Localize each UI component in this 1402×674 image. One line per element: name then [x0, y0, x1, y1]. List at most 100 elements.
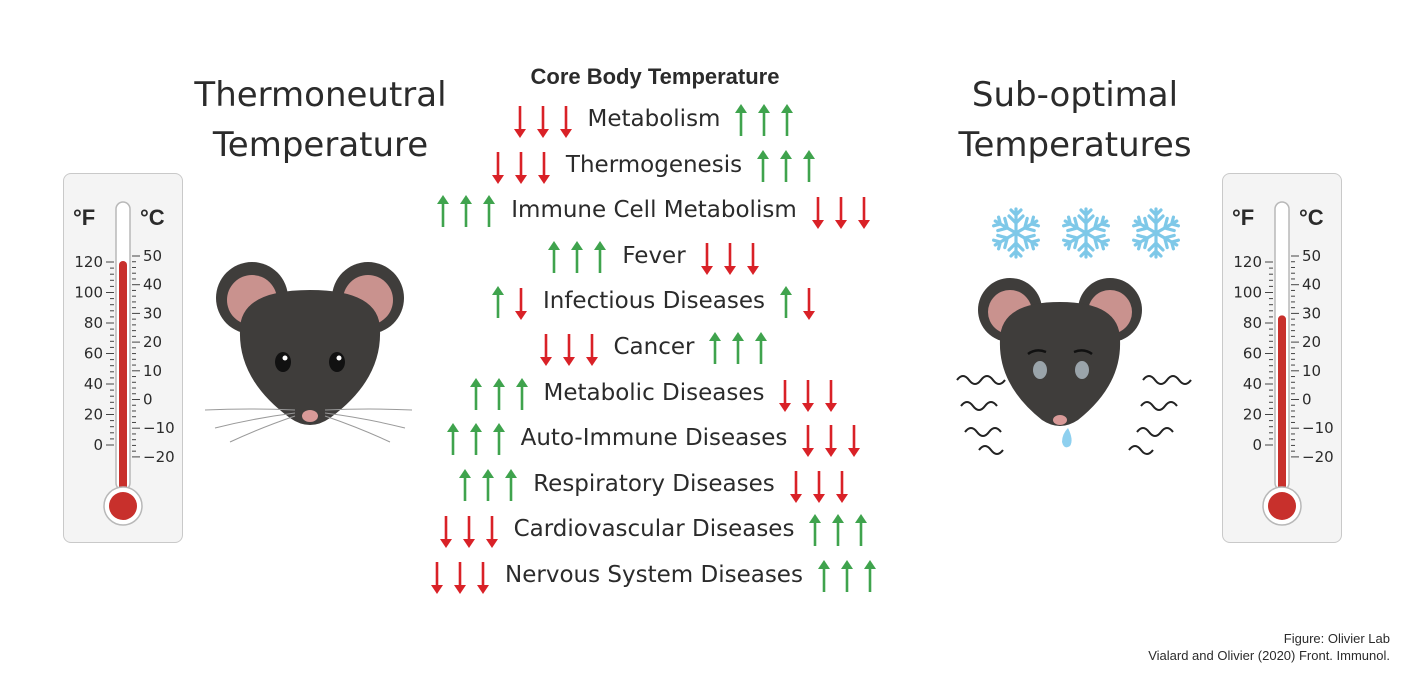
- arrow-down-icon: [723, 242, 736, 275]
- arrow-up-icon: [757, 149, 770, 182]
- fahrenheit-tick-label: 0: [1252, 436, 1262, 454]
- arrow-group: [491, 286, 527, 321]
- arrow-down-icon: [700, 242, 713, 275]
- right-arrows: [775, 282, 821, 322]
- left-arrows: [432, 191, 501, 231]
- left-title: Thermoneutral Temperature: [178, 70, 463, 170]
- arrow-down-icon: [802, 425, 815, 458]
- arrow-group: [539, 334, 598, 366]
- celsius-tick-label: 10: [1302, 362, 1321, 380]
- arrow-down-icon: [439, 516, 452, 549]
- comparison-row: Cancer: [0, 328, 1402, 368]
- arrow-up-icon: [840, 560, 853, 592]
- row-label: Immune Cell Metabolism: [511, 197, 797, 224]
- row-label: Cardiovascular Diseases: [513, 516, 795, 543]
- arrow-group: [811, 197, 870, 230]
- arrow-down-icon: [513, 106, 526, 138]
- arrow-down-icon: [812, 470, 825, 503]
- left-arrows: [454, 465, 523, 505]
- arrow-down-icon: [835, 470, 848, 503]
- arrow-group: [469, 377, 528, 410]
- right-unit-c: °C: [1299, 205, 1324, 230]
- fahrenheit-tick-label: 0: [93, 436, 103, 454]
- celsius-tick-label: −10: [143, 419, 175, 437]
- arrow-up-icon: [832, 514, 845, 547]
- arrow-up-icon: [781, 104, 794, 136]
- fahrenheit-tick-label: 40: [84, 375, 103, 393]
- arrow-down-icon: [789, 470, 802, 503]
- left-arrows: [426, 556, 495, 596]
- arrow-group: [437, 195, 496, 228]
- arrow-down-icon: [431, 562, 444, 594]
- arrow-down-icon: [746, 242, 759, 275]
- right-arrows: [797, 419, 866, 459]
- shiver-lines-right-icon: [1128, 375, 1192, 455]
- comparison-row: Thermogenesis: [0, 146, 1402, 186]
- arrow-group: [809, 514, 868, 547]
- arrow-group: [513, 106, 572, 138]
- arrow-down-icon: [536, 106, 549, 138]
- arrow-down-icon: [485, 516, 498, 549]
- right-arrows: [804, 510, 873, 550]
- arrow-up-icon: [732, 332, 745, 364]
- celsius-tick-label: 0: [143, 391, 153, 409]
- shiver-lines-left-icon: [956, 375, 1006, 455]
- arrow-down-icon: [514, 288, 527, 321]
- left-title-line1: Thermoneutral: [194, 75, 447, 115]
- arrow-group: [757, 149, 816, 182]
- arrow-up-icon: [492, 423, 505, 456]
- snowflake-icon: [1061, 207, 1111, 259]
- fahrenheit-tick-label: 20: [1243, 406, 1262, 424]
- right-title-line2: Temperatures: [958, 125, 1192, 165]
- right-arrows: [813, 556, 882, 596]
- right-arrows: [752, 146, 821, 186]
- fahrenheit-tick-label: 80: [1243, 314, 1262, 332]
- left-unit-f: °F: [73, 205, 96, 230]
- fahrenheit-tick-label: 100: [1233, 284, 1262, 302]
- row-label: Auto-Immune Diseases: [520, 425, 788, 452]
- arrow-up-icon: [491, 286, 504, 319]
- arrow-down-icon: [834, 197, 847, 230]
- left-arrows: [442, 419, 511, 459]
- snowflake-icon: [1131, 207, 1181, 259]
- arrow-up-icon: [482, 468, 495, 501]
- right-arrows: [774, 374, 843, 414]
- arrow-up-icon: [803, 149, 816, 182]
- row-label: Thermogenesis: [565, 151, 743, 178]
- left-title-line2: Temperature: [212, 125, 429, 165]
- comparison-row: Nervous System Diseases: [0, 556, 1402, 596]
- celsius-tick-label: 30: [1302, 304, 1321, 322]
- row-label: Cancer: [613, 334, 695, 360]
- fahrenheit-tick-label: 60: [84, 345, 103, 363]
- celsius-tick-label: 0: [1302, 391, 1312, 409]
- snowflake-icon: [991, 207, 1041, 259]
- arrow-up-icon: [515, 377, 528, 410]
- credit-line2: Vialard and Olivier (2020) Front. Immuno…: [1148, 648, 1390, 663]
- arrow-group: [709, 332, 768, 364]
- comparison-row: Respiratory Diseases: [0, 465, 1402, 505]
- right-title-line1: Sub-optimal: [971, 75, 1179, 115]
- fahrenheit-tick-label: 120: [1233, 253, 1262, 271]
- left-arrows: [487, 282, 533, 322]
- arrow-up-icon: [571, 240, 584, 273]
- arrow-up-icon: [460, 195, 473, 228]
- arrow-down-icon: [539, 334, 552, 366]
- arrow-up-icon: [483, 195, 496, 228]
- arrow-up-icon: [505, 468, 518, 501]
- arrow-up-icon: [755, 332, 768, 364]
- comparison-row: Metabolism: [0, 100, 1402, 140]
- arrow-up-icon: [863, 560, 876, 592]
- left-unit-c: °C: [140, 205, 165, 230]
- arrow-up-icon: [809, 514, 822, 547]
- figure-credit: Figure: Olivier Lab Vialard and Olivier …: [990, 630, 1390, 664]
- right-arrows: [704, 328, 773, 368]
- celsius-tick-label: 50: [143, 247, 162, 265]
- mouse-neutral-icon: [204, 262, 413, 443]
- left-arrows: [509, 100, 578, 140]
- arrow-group: [446, 423, 505, 456]
- arrow-down-icon: [585, 334, 598, 366]
- row-label: Fever: [622, 242, 686, 269]
